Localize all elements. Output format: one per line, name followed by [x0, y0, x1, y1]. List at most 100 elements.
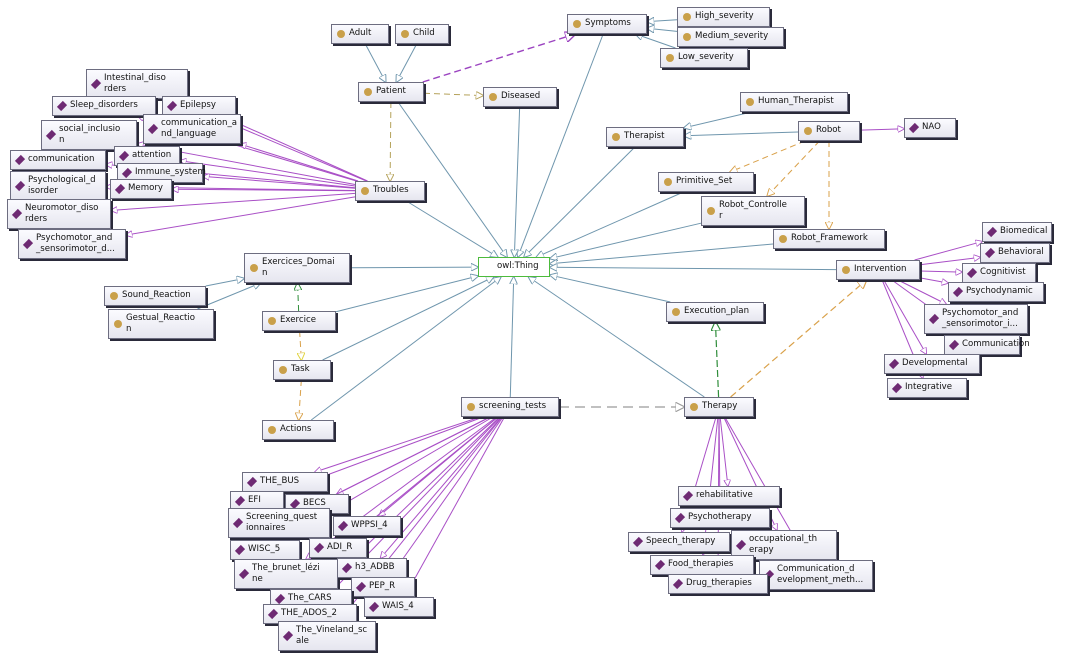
- node-troubles[interactable]: Troubles: [355, 181, 425, 201]
- node-psychomotor-sensorimotor-d[interactable]: Psychomotor_and _sensorimotor_d...: [18, 229, 126, 259]
- node-symptoms[interactable]: Symptoms: [567, 14, 647, 34]
- edge-screening-tests-to-the-bus: [315, 416, 481, 472]
- node-intestinal-disorders[interactable]: Intestinal_diso rders: [86, 69, 188, 99]
- node-low-severity[interactable]: Low_severity: [660, 48, 748, 68]
- node-communication[interactable]: communication: [10, 150, 106, 170]
- individual-diamond-icon: [337, 520, 349, 532]
- node-therapist[interactable]: Therapist: [606, 127, 684, 147]
- node-neuromotor-disorders[interactable]: Neuromotor_diso rders: [7, 199, 111, 229]
- node-drug-therapies[interactable]: Drug_therapies: [668, 574, 768, 594]
- node-psychomotor-sensorimotor-i[interactable]: Psychomotor_and _sensorimotor_i...: [924, 304, 1028, 334]
- node-h3-adbb[interactable]: h3_ADBB: [337, 558, 407, 578]
- node-wisc-5[interactable]: WISC_5: [230, 540, 300, 560]
- node-sleep-disorders[interactable]: Sleep_disorders: [52, 96, 156, 116]
- node-label: communication: [28, 154, 95, 164]
- node-label: social_inclusio n: [59, 124, 121, 145]
- individual-diamond-icon: [908, 122, 920, 134]
- node-gestual-reaction[interactable]: Gestual_Reactio n: [108, 309, 214, 339]
- node-brunet-lezine[interactable]: The_brunet_lézi ne: [234, 559, 338, 589]
- node-human-therapist[interactable]: Human_Therapist: [740, 92, 848, 112]
- edge-sound-reaction-to-exercices-domain: [205, 278, 244, 287]
- node-label: EFI: [248, 495, 261, 505]
- node-exercices-domain[interactable]: Exercices_Domai n: [244, 253, 350, 283]
- node-behavioral[interactable]: Behavioral: [980, 243, 1050, 263]
- class-circle-icon: [250, 264, 258, 272]
- individual-diamond-icon: [984, 247, 996, 259]
- node-speech-therapy[interactable]: Speech_therapy: [628, 532, 730, 552]
- node-label: NAO: [922, 122, 941, 132]
- node-diseased[interactable]: Diseased: [483, 87, 557, 107]
- class-circle-icon: [364, 88, 372, 96]
- edge-troubles-to-immune-system: [203, 176, 356, 189]
- node-child[interactable]: Child: [395, 24, 449, 44]
- node-intervention[interactable]: Intervention: [836, 260, 920, 280]
- node-psychodynamic[interactable]: Psychodynamic: [948, 282, 1044, 302]
- node-label: Intervention: [854, 264, 907, 274]
- class-circle-icon: [842, 266, 850, 274]
- node-developmental[interactable]: Developmental: [884, 354, 980, 374]
- node-communication-dev[interactable]: Communication_d evelopment_meth...: [759, 560, 873, 590]
- node-rehabilitative[interactable]: rehabilitative: [678, 486, 780, 506]
- edge-intervention-to-psychodynamic: [919, 277, 948, 283]
- node-sound-reaction[interactable]: Sound_Reaction: [104, 286, 206, 306]
- node-integrative[interactable]: Integrative: [887, 378, 967, 398]
- edge-intervention-to-root: [550, 267, 837, 269]
- node-communication-int[interactable]: Communication: [944, 335, 1030, 355]
- node-wais-4[interactable]: WAIS_4: [364, 597, 434, 617]
- node-cognitivist[interactable]: Cognitivist: [962, 263, 1036, 283]
- node-label: Psychodynamic: [966, 286, 1033, 296]
- node-robot-controller[interactable]: Robot_Controlle r: [701, 196, 805, 226]
- node-social-inclusion[interactable]: social_inclusio n: [41, 120, 137, 150]
- node-wppsi-4[interactable]: WPPSI_4: [333, 516, 401, 536]
- node-task[interactable]: Task: [273, 360, 331, 380]
- node-label: Sound_Reaction: [122, 290, 191, 300]
- individual-diamond-icon: [232, 517, 244, 529]
- individual-diamond-icon: [234, 544, 246, 556]
- node-exercice[interactable]: Exercice: [262, 311, 336, 331]
- node-psychotherapy[interactable]: Psychotherapy: [670, 508, 770, 528]
- node-pep-r[interactable]: PEP_R: [351, 577, 415, 597]
- node-label: Exercice: [280, 315, 317, 325]
- node-label: owl:Thing: [497, 261, 539, 271]
- class-circle-icon: [664, 178, 672, 186]
- edge-robot-to-nao: [859, 129, 904, 130]
- node-nao[interactable]: NAO: [904, 118, 956, 138]
- node-robot[interactable]: Robot: [798, 121, 860, 141]
- node-robot-framework[interactable]: Robot_Framework: [773, 229, 885, 249]
- node-psychological-disorder[interactable]: Psychological_d isorder: [10, 171, 106, 201]
- node-memory[interactable]: Memory: [110, 179, 172, 199]
- edge-intervention-to-biomedical: [914, 242, 982, 261]
- node-screening-questionnaires[interactable]: Screening_quest ionnaires: [228, 508, 330, 538]
- class-circle-icon: [489, 93, 497, 101]
- node-root[interactable]: owl:Thing: [478, 257, 550, 277]
- node-actions[interactable]: Actions: [262, 420, 334, 440]
- node-label: screening_tests: [479, 401, 547, 411]
- node-the-bus[interactable]: THE_BUS: [242, 472, 328, 492]
- node-communication-and-language[interactable]: communication_a nd_language: [143, 114, 241, 144]
- node-adult[interactable]: Adult: [331, 24, 389, 44]
- node-therapy[interactable]: Therapy: [684, 397, 754, 417]
- class-circle-icon: [672, 308, 680, 316]
- node-screening-tests[interactable]: screening_tests: [461, 397, 559, 417]
- node-biomedical[interactable]: Biomedical: [982, 222, 1052, 242]
- edge-high-severity-to-symptoms: [647, 20, 678, 22]
- class-circle-icon: [779, 235, 787, 243]
- node-epilepsy[interactable]: Epilepsy: [162, 96, 236, 116]
- node-primitive-set[interactable]: Primitive_Set: [658, 172, 754, 192]
- node-high-severity[interactable]: High_severity: [677, 7, 770, 27]
- node-execution-plan[interactable]: Execution_plan: [666, 302, 764, 322]
- edge-actions-to-root: [310, 277, 500, 421]
- edge-screening-tests-to-wais-4: [405, 416, 505, 597]
- edge-screening-tests-to-screening-questionnaires: [309, 416, 491, 508]
- class-circle-icon: [467, 403, 475, 411]
- node-label: Sleep_disorders: [70, 100, 138, 110]
- node-patient[interactable]: Patient: [358, 82, 424, 102]
- node-the-vineland[interactable]: The_Vineland_sc ale: [278, 621, 376, 651]
- node-medium-severity[interactable]: Medium_severity: [677, 27, 784, 47]
- node-food-therapies[interactable]: Food_therapies: [650, 555, 754, 575]
- node-adi-r[interactable]: ADI_R: [309, 538, 367, 558]
- individual-diamond-icon: [986, 226, 998, 238]
- node-label: Screening_quest ionnaires: [246, 512, 318, 533]
- node-label: THE_BUS: [260, 476, 300, 486]
